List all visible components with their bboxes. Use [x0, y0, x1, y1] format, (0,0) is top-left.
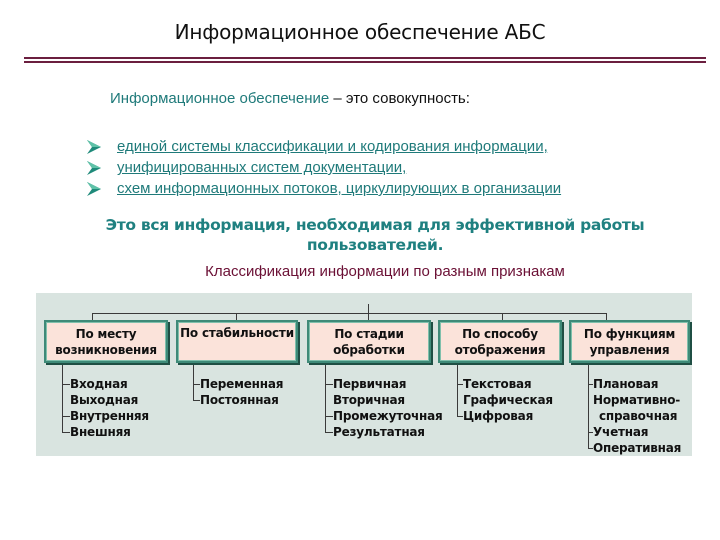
list-item: Плановая — [588, 376, 681, 392]
list-item: Графическая — [463, 393, 553, 407]
slide-title: Информационное обеспечение АБС — [174, 20, 546, 44]
summary-statement: Это вся информация, необходимая для эффе… — [0, 215, 720, 255]
items-display-method: Текстовая Графическая Цифровая — [457, 376, 553, 424]
items-origin: Входная Выходная Внутренняя Внешняя — [62, 376, 149, 440]
child-trunk — [62, 365, 63, 433]
child-trunk — [193, 365, 194, 401]
branch-connector — [92, 313, 607, 314]
bullet-item: унифицированных систем документации, — [86, 157, 561, 178]
list-item: Учетная — [588, 424, 681, 440]
bullet-text: схем информационных потоков, циркулирующ… — [117, 180, 562, 197]
list-item: справочная — [599, 409, 678, 423]
child-trunk — [588, 365, 589, 449]
arrowhead-bullet-icon — [87, 160, 101, 175]
summary-line-2: пользователей. — [306, 236, 444, 254]
category-label: По стабильности — [180, 326, 294, 340]
definition-term: Информационное обеспечение — [110, 90, 330, 107]
list-item: Цифровая — [457, 408, 553, 424]
list-item: Результатная — [325, 424, 443, 440]
arrowhead-bullet-icon — [87, 181, 101, 196]
definition-intro: Информационное обеспечение – это совокуп… — [110, 90, 470, 107]
branch-drop — [368, 313, 369, 321]
list-item: Входная — [62, 376, 149, 392]
category-label: По способу — [462, 326, 538, 341]
list-item: Оперативная — [588, 440, 681, 456]
list-item: Переменная — [193, 376, 283, 392]
items-processing-stage: Первичная Вторичная Промежуточная Резуль… — [325, 376, 443, 440]
category-label: управления — [589, 342, 670, 357]
bullet-text: единой системы классификации и кодирован… — [117, 138, 548, 155]
title-divider-top — [24, 57, 706, 59]
child-trunk — [457, 365, 458, 417]
category-label: По месту — [75, 326, 137, 341]
category-label: По стадии — [334, 326, 404, 341]
summary-line-1: Это вся информация, необходимая для эффе… — [105, 216, 645, 234]
branch-drop — [606, 313, 607, 321]
list-item: Вторичная — [333, 393, 405, 407]
list-item: Текстовая — [457, 376, 553, 392]
branch-drop — [502, 313, 503, 321]
branch-drop — [92, 313, 93, 321]
category-label: По функциям — [583, 326, 676, 341]
branch-drop — [236, 313, 237, 321]
bullet-list: единой системы классификации и кодирован… — [86, 136, 561, 199]
list-item: Внутренняя — [62, 408, 149, 424]
category-label: возникновения — [55, 342, 157, 357]
definition-text: – это совокупность: — [329, 90, 470, 107]
bullet-item: единой системы классификации и кодирован… — [86, 136, 561, 157]
list-item: Постоянная — [193, 392, 283, 408]
category-box-stability: По стабильности — [176, 320, 298, 363]
title-divider-bottom — [24, 61, 706, 63]
bullet-item: схем информационных потоков, циркулирующ… — [86, 178, 561, 199]
category-label: отображения — [454, 342, 546, 357]
diagram-title: Классификация информации по разным призн… — [205, 263, 565, 280]
list-item: Первичная — [325, 376, 443, 392]
child-trunk — [325, 365, 326, 433]
bullet-text: унифицированных систем документации, — [117, 159, 407, 176]
root-connector — [368, 304, 369, 314]
arrowhead-bullet-icon — [87, 139, 101, 154]
items-management-functions: Плановая Нормативно- справочная Учетная … — [588, 376, 681, 456]
list-item: Промежуточная — [325, 408, 443, 424]
list-item: Нормативно- — [593, 393, 681, 407]
list-item: Внешняя — [62, 424, 149, 440]
category-label: обработки — [333, 342, 405, 357]
items-stability: Переменная Постоянная — [193, 376, 283, 408]
list-item: Выходная — [70, 393, 139, 407]
